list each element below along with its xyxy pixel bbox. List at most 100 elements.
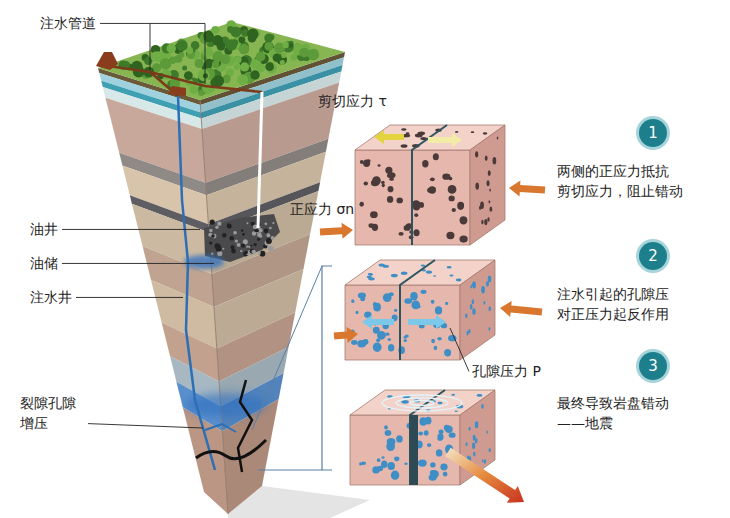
tree-symbol	[237, 74, 248, 85]
pore-pressure-arrow	[408, 315, 446, 329]
fracture-symbol	[196, 440, 266, 459]
leader-line	[450, 328, 469, 371]
tree-symbol	[227, 26, 234, 33]
pore-symbol	[385, 333, 389, 336]
oil-grain	[222, 233, 226, 237]
ground-surface	[98, 22, 345, 100]
tree-symbol	[203, 73, 208, 78]
pore-symbol	[470, 304, 473, 309]
oil-reservoir	[204, 214, 280, 262]
zoom-line	[252, 266, 322, 470]
pore-symbol	[452, 208, 456, 212]
pore-symbol	[372, 466, 379, 473]
callout-number: 3	[648, 359, 658, 374]
tree-symbol	[239, 44, 249, 54]
pore-symbol	[489, 200, 491, 203]
pore-symbol	[489, 189, 491, 192]
pore-symbol	[438, 438, 443, 441]
tree-symbol	[238, 36, 245, 43]
pore-symbol	[382, 183, 385, 187]
pore-symbol	[488, 327, 490, 331]
pore-symbol	[489, 448, 491, 452]
pore-symbol	[384, 425, 388, 429]
part-label: 正应力 σn	[290, 200, 354, 219]
pore-symbol	[470, 285, 472, 288]
callout-number: 1	[648, 126, 658, 141]
pore-symbol	[404, 339, 407, 342]
pore-symbol	[426, 271, 432, 274]
leader-line	[76, 297, 183, 298]
block-side	[460, 260, 495, 360]
tree-symbol	[198, 90, 204, 96]
oil-grain	[257, 232, 262, 237]
tree-symbol	[280, 60, 285, 65]
pore-symbol	[443, 471, 448, 476]
oil-grain	[209, 229, 213, 233]
pore-symbol	[466, 442, 468, 446]
oil-grain	[243, 241, 245, 243]
leader-line	[88, 424, 203, 428]
callout-text: 最终导致岩盘错动 ——地震	[557, 393, 697, 434]
column-right-face	[200, 52, 345, 514]
pore-symbol	[451, 394, 455, 396]
oil-grain	[209, 242, 212, 245]
pore-symbol	[438, 430, 443, 435]
oil-grain	[272, 222, 274, 224]
ripple-symbol	[382, 395, 462, 411]
pore-symbol	[368, 277, 375, 280]
pore-symbol	[436, 449, 443, 456]
oil-grain	[252, 250, 256, 254]
pore-symbol	[440, 464, 447, 471]
pore-symbol	[412, 200, 421, 209]
pore-symbol	[351, 340, 358, 345]
pore-symbol	[449, 274, 453, 276]
oil-grain	[216, 246, 222, 252]
oil-grain	[248, 246, 250, 248]
tree-symbol	[203, 47, 213, 57]
pore-symbol	[434, 346, 438, 350]
oil-grain	[269, 227, 272, 230]
tree-symbol	[281, 53, 286, 58]
pore-symbol	[396, 435, 403, 442]
pore-symbol	[391, 471, 399, 480]
oil-grain	[252, 250, 255, 253]
oil-grain	[240, 250, 242, 252]
pore-symbol	[475, 421, 479, 428]
pore-symbol	[404, 336, 407, 339]
part-label: 孔隙压力 P	[472, 362, 541, 381]
pore-symbol	[448, 185, 457, 194]
oil-grain	[227, 224, 232, 229]
pore-symbol	[472, 308, 475, 315]
tree-symbol	[217, 42, 226, 51]
part-label: 油井	[30, 220, 58, 239]
pore-symbol	[487, 180, 490, 186]
pore-symbol	[431, 300, 435, 304]
pore-symbol	[481, 286, 485, 294]
fault-line	[410, 390, 445, 485]
pore-symbol	[406, 132, 410, 134]
tree-symbol	[282, 42, 288, 48]
normal-stress-arrow	[500, 301, 542, 317]
pore-symbol	[411, 300, 420, 309]
pore-symbol	[429, 474, 437, 481]
tree-symbol	[241, 56, 248, 63]
pore-symbol	[385, 430, 392, 436]
tree-symbol	[195, 59, 204, 68]
pore-symbol	[368, 223, 374, 228]
pore-symbol	[442, 174, 450, 180]
oil-grain	[211, 253, 214, 256]
tree-symbol	[290, 54, 297, 61]
slip-arrow	[445, 448, 524, 503]
pore-symbol	[475, 182, 479, 189]
tree-symbol	[167, 44, 176, 53]
pore-symbol	[460, 216, 468, 224]
pore-symbol	[433, 153, 439, 160]
tree-symbol	[205, 59, 213, 67]
pore-symbol	[387, 338, 391, 341]
callout-circle: 1	[639, 119, 667, 147]
pore-symbol	[473, 452, 475, 457]
oil-grain	[271, 236, 275, 240]
oil-grain	[257, 238, 260, 241]
pore-symbol	[417, 133, 423, 136]
